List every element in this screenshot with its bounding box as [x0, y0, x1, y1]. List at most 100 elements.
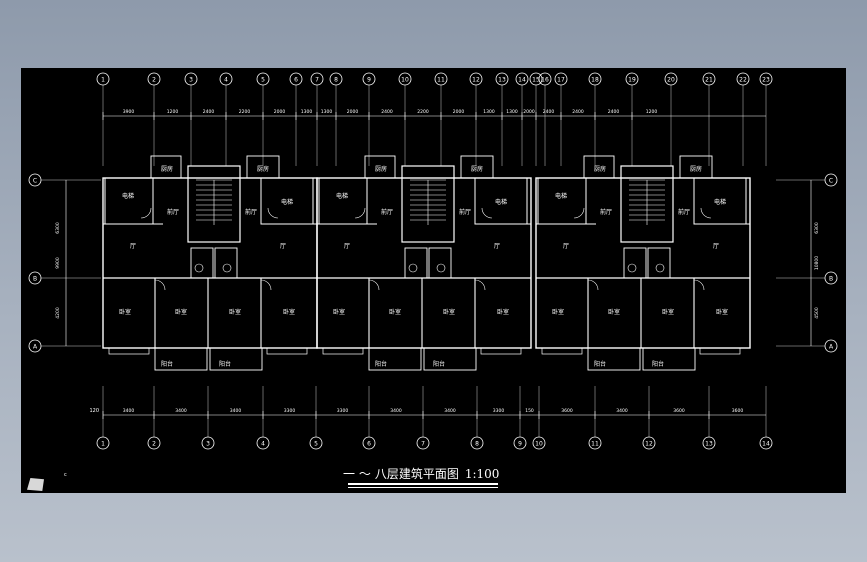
dimension-text-bottom: 3400 [444, 408, 456, 414]
room-kitchen-right [460, 155, 494, 179]
dimension-text-top: 2200 [239, 109, 251, 115]
caption-underline-thin [348, 487, 498, 488]
dimension-text-left: 6300 [55, 222, 61, 234]
dimension-text-top: 1300 [321, 109, 333, 115]
bathroom-right [214, 247, 238, 279]
room-kitchen-right [246, 155, 280, 179]
window-bay [108, 347, 150, 355]
room-label-electric: 电梯 [336, 192, 348, 200]
axis-label-bottom: 1 [101, 441, 105, 448]
axis-label-bottom: 4 [261, 441, 265, 448]
room-label-bedroom: 卧室 [497, 308, 509, 316]
room-label-electric: 电梯 [281, 198, 293, 206]
dimension-text-top: 3900 [123, 109, 135, 115]
room-label-bedroom: 卧室 [608, 308, 620, 316]
dimension-text-bottom: 3400 [390, 408, 402, 414]
room-label-kitchen: 厨房 [594, 165, 606, 173]
dimension-text-left: 4200 [55, 307, 61, 319]
door-arc [368, 279, 380, 291]
dimension-text-top: 2000 [523, 109, 535, 115]
dimension-text-top: 1200 [167, 109, 179, 115]
room-kitchen-left [150, 155, 182, 179]
dimension-text-bottom: 3300 [337, 408, 349, 414]
dimension-text-bottom: 3600 [732, 408, 744, 414]
room-kitchen-left [583, 155, 615, 179]
room-label-hall: 前厅 [678, 208, 690, 216]
room-label-kitchen: 厨房 [375, 165, 387, 173]
room-label-bedroom: 卧室 [389, 308, 401, 316]
dimension-text-bottom: 150 [525, 408, 534, 414]
door-arc [693, 279, 705, 291]
window-bay [699, 347, 741, 355]
room-label-bedroom: 卧室 [662, 308, 674, 316]
door-arc [260, 279, 272, 291]
stair-core [401, 165, 455, 243]
axis-label-bottom: 2 [152, 441, 156, 448]
room-label-electric: 电梯 [122, 192, 134, 200]
caption-prefix: 一 ～ [343, 467, 371, 481]
room-label-bedroom: 卧室 [333, 308, 345, 316]
dimension-text-top: 2400 [381, 109, 393, 115]
room-label-living: 厅 [130, 243, 136, 250]
axis-label-bottom: 3 [206, 441, 210, 448]
balcony-right [642, 347, 696, 371]
axis-label-bottom: 12 [645, 441, 653, 448]
door-arc [700, 207, 712, 219]
axis-label-bottom: 9 [518, 441, 522, 448]
axis-label-top: 16 [541, 77, 549, 84]
axis-label-top: 6 [294, 77, 298, 84]
dimension-text-top: 1300 [506, 109, 518, 115]
room-label-electric: 电梯 [495, 198, 507, 206]
stair-core [620, 165, 674, 243]
room-label-electric: 电梯 [555, 192, 567, 200]
axis-label-top: 7 [315, 77, 319, 84]
door-arc [154, 279, 166, 291]
balcony-right [423, 347, 477, 371]
room-label-bedroom: 卧室 [552, 308, 564, 316]
room-label-balcony: 阳台 [161, 360, 173, 368]
room-label-balcony: 阳台 [219, 360, 231, 368]
toilet-icon [222, 263, 232, 273]
room-label-hall: 前厅 [459, 208, 471, 216]
toilet-icon [194, 263, 204, 273]
dimension-text-top: 2400 [608, 109, 620, 115]
dimension-text-top: 2000 [453, 109, 465, 115]
small-dimension: 120 [89, 408, 99, 414]
balcony-left [368, 347, 422, 371]
room-label-living: 厅 [713, 243, 719, 250]
door-arc [474, 279, 486, 291]
axis-label-top: 12 [472, 77, 480, 84]
room-label-balcony: 阳台 [375, 360, 387, 368]
bathroom-left [190, 247, 214, 279]
dimension-text-top: 2200 [417, 109, 429, 115]
room-label-bedroom: 卧室 [716, 308, 728, 316]
axis-label-top: 21 [705, 77, 713, 84]
dimension-text-bottom: 3300 [493, 408, 505, 414]
axis-label-bottom: 10 [535, 441, 543, 448]
dimension-text-left: 9900 [55, 257, 61, 269]
room-label-kitchen: 厨房 [161, 165, 173, 173]
dimension-text-top: 1200 [646, 109, 658, 115]
axis-label-top: 11 [437, 77, 445, 84]
door-arc [573, 207, 585, 219]
axis-label-top: 5 [261, 77, 265, 84]
axis-label-top: 15 [532, 77, 540, 84]
axis-label-top: 4 [224, 77, 228, 84]
balcony-left [587, 347, 641, 371]
axis-label-top: 19 [628, 77, 636, 84]
axis-label-top: 17 [557, 77, 565, 84]
stray-mark: c [64, 472, 67, 478]
dimension-text-bottom: 3600 [673, 408, 685, 414]
axis-label-bottom: 8 [475, 441, 479, 448]
balcony-right [209, 347, 263, 371]
dimension-text-top: 2400 [203, 109, 215, 115]
room-label-electric: 电梯 [714, 198, 726, 206]
room-label-balcony: 阳台 [433, 360, 445, 368]
room-label-living: 厅 [280, 243, 286, 250]
drawing-title: 八层建筑平面图 [374, 467, 459, 481]
caption-underline [348, 483, 498, 485]
room-label-bedroom: 卧室 [119, 308, 131, 316]
axis-label-top: 8 [334, 77, 338, 84]
